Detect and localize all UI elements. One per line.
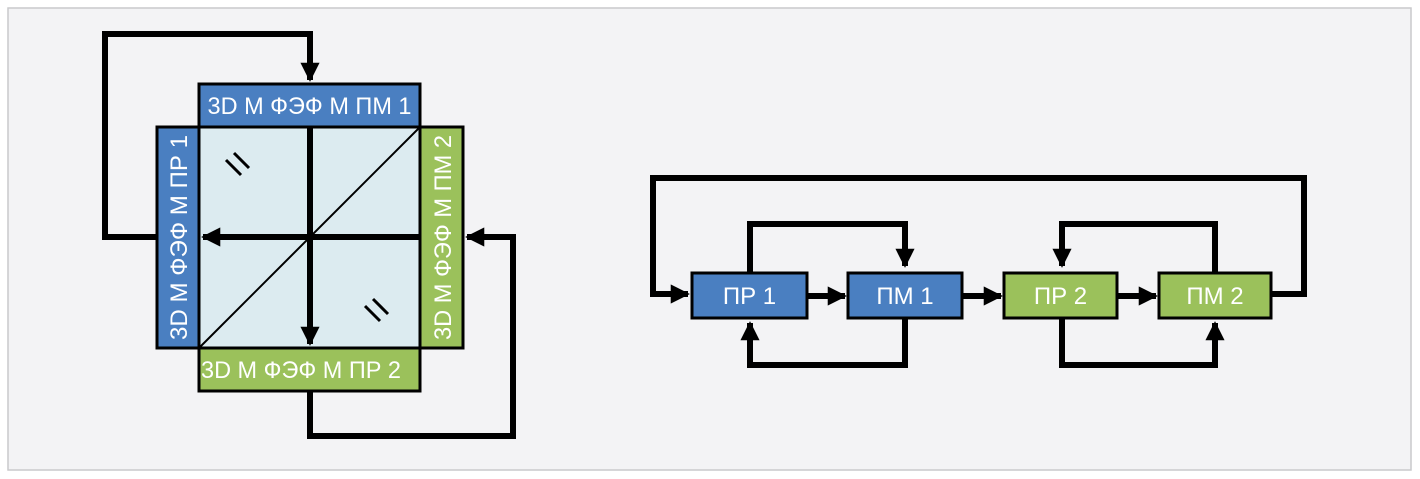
top-bar-label: 3D М ФЭФ М ПМ 1 xyxy=(208,93,412,120)
loop-top-left xyxy=(102,31,320,240)
glare-mark-top xyxy=(224,151,251,177)
loop-pr1-to-pm1 xyxy=(747,221,915,273)
left-diagram: 3D М ФЭФ М ПМ 1 3D М ФЭФ М ПР 2 3D М ФЭФ… xyxy=(102,31,516,439)
block-pm1: ПМ 1 xyxy=(846,271,964,320)
bottom-bar-label: 3D М ФЭФ М ПР 2 xyxy=(201,357,401,384)
glare-mark-bottom xyxy=(363,297,390,323)
loop-pm1-to-pr1 xyxy=(740,318,908,368)
top-bar xyxy=(197,82,422,129)
block-pr2: ПР 2 xyxy=(1002,271,1119,320)
block-pr1: ПР 1 xyxy=(690,271,809,320)
block-pr2-label: ПР 2 xyxy=(1034,283,1087,310)
right-bar-label: 3D М ФЭФ М ПМ 2 xyxy=(430,135,457,340)
bottom-bar xyxy=(197,346,422,393)
block-pm2-label: ПМ 2 xyxy=(1186,283,1243,310)
loop-pm2-to-pr2 xyxy=(1052,221,1218,273)
loop-bottom-right xyxy=(307,227,516,439)
block-pm2: ПМ 2 xyxy=(1157,271,1273,320)
right-diagram: ПР 1 ПМ 1 ПР 2 ПМ 2 xyxy=(650,175,1307,368)
right-bar xyxy=(418,125,465,350)
block-pr1-label: ПР 1 xyxy=(723,283,776,310)
loop-pr2-to-pm2 xyxy=(1059,318,1225,368)
loop-outer-feedback xyxy=(650,175,1307,304)
left-bar xyxy=(155,125,201,350)
left-bar-label: 3D М ФЭФ М ПР 1 xyxy=(166,135,193,340)
block-pm1-label: ПМ 1 xyxy=(876,283,933,310)
